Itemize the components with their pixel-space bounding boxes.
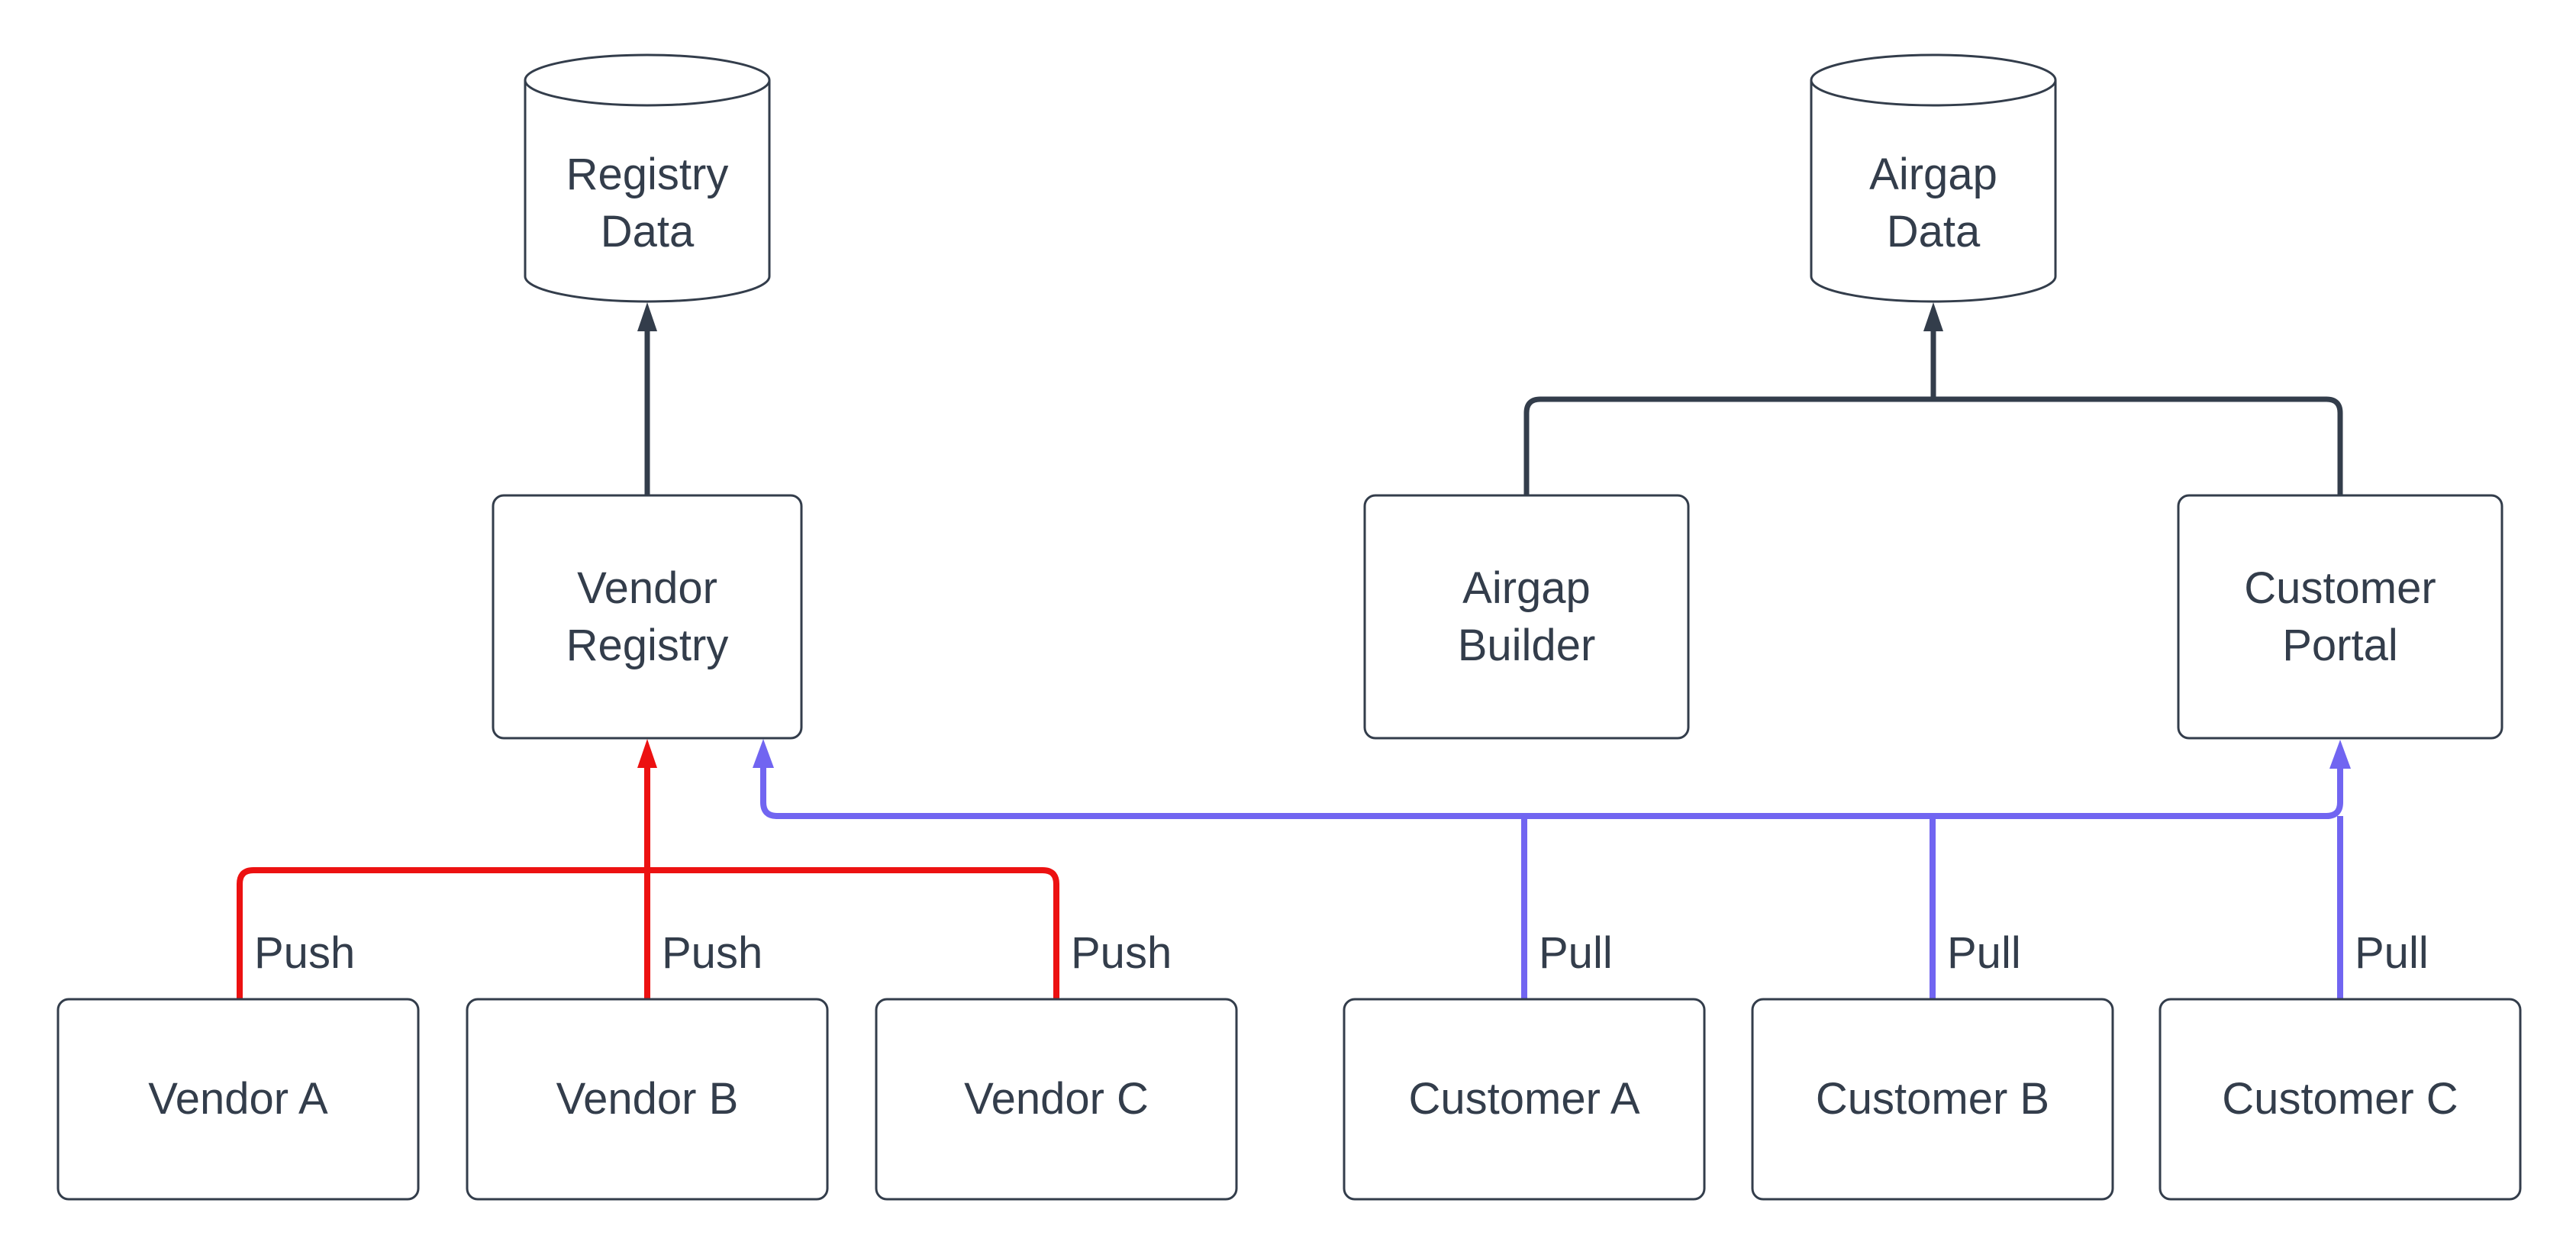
arrowhead-up-icon (753, 739, 774, 768)
arrowhead-up-icon (2329, 740, 2351, 769)
node-vendor-a-box (56, 998, 420, 1201)
cylinder-rim (1810, 79, 2057, 107)
node-customer-portal-box (2177, 494, 2503, 740)
edge-line (760, 766, 2343, 819)
node-registry-data (524, 53, 771, 303)
arrowhead-up-icon (637, 302, 657, 331)
edge-builder-portal-to-airgap-data (1523, 302, 2343, 495)
edge-line (1523, 396, 2343, 495)
node-customer-c-box (2158, 998, 2522, 1201)
node-vendor-c-box (875, 998, 1238, 1201)
arrowhead-up-icon (637, 739, 657, 768)
node-airgap-data (1810, 53, 2057, 303)
node-vendor-b-box (466, 998, 829, 1201)
cylinder-body (524, 53, 771, 303)
arrowhead-up-icon (1923, 302, 1943, 331)
edge-vendor-registry-to-registry-data (637, 302, 657, 495)
edge-vendors-push-to-vendor-registry (237, 739, 1059, 999)
cylinder-rim (524, 79, 771, 107)
node-customer-a-box (1343, 998, 1706, 1201)
node-airgap-builder-box (1363, 494, 1690, 740)
node-customer-b-box (1751, 998, 2114, 1201)
node-vendor-registry-box (492, 494, 803, 740)
edge-customers-pull-bus (753, 739, 2351, 999)
cylinder-body (1810, 53, 2057, 303)
